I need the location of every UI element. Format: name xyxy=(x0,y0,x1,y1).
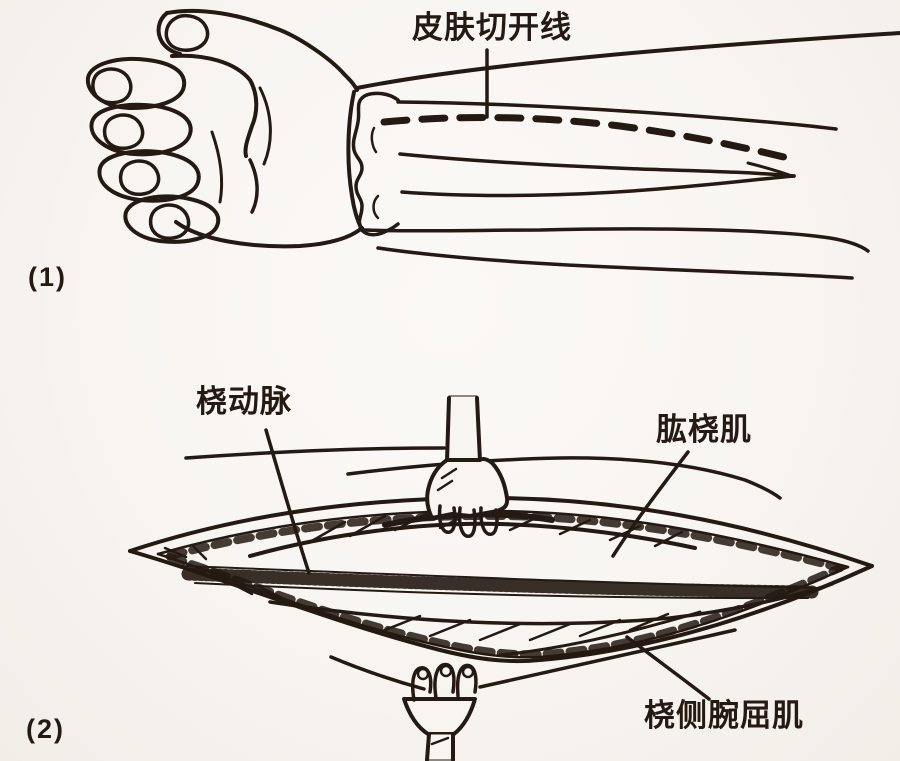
brachioradialis-muscle-edge xyxy=(248,521,697,558)
fingernails xyxy=(91,67,191,240)
retractor-bottom xyxy=(402,662,478,761)
figure2-number: (2) xyxy=(26,714,65,744)
brachioradialis-label: 肱桡肌 xyxy=(656,412,752,447)
radial-artery-band xyxy=(181,565,819,600)
flexor-hatching xyxy=(223,578,670,642)
brachioradialis-pointer-line xyxy=(611,450,690,558)
retractor-top xyxy=(425,395,510,539)
flexor-carpi-radialis-pointer-line xyxy=(625,635,711,701)
figure2-pointer-lines xyxy=(264,428,711,701)
figure1-number: (1) xyxy=(28,262,67,292)
figure2-drawing xyxy=(128,395,874,761)
lower-contour-lines xyxy=(329,628,737,691)
skin-incision-dashed-line xyxy=(380,113,792,162)
retractor-top-shading xyxy=(436,467,458,492)
figure1-drawing xyxy=(85,8,900,280)
radial-artery-pointer-line xyxy=(264,428,311,575)
radius-bone xyxy=(351,91,838,237)
retractor-bottom-prongs xyxy=(411,662,478,702)
radial-artery-label: 桡动脉 xyxy=(196,384,292,419)
skin-incision-line-label: 皮肤切开线 xyxy=(412,10,572,45)
forearm-contours xyxy=(355,31,900,280)
flexor-carpi-radialis-label: 桡侧腕屈肌 xyxy=(644,698,804,733)
fist-drawing xyxy=(85,8,364,249)
retractor-top-prongs xyxy=(437,504,499,539)
